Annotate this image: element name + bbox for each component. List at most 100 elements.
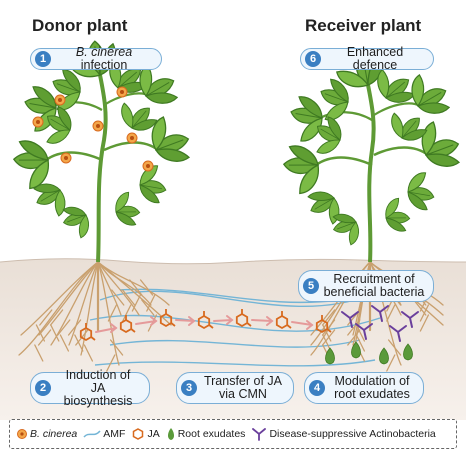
ja-ring: [79, 326, 93, 342]
leaflet: [401, 129, 428, 141]
leaflet: [131, 119, 158, 131]
legend-label-amf: AMF: [103, 428, 126, 440]
root: [38, 261, 99, 336]
legend-label-ja: JA: [147, 428, 160, 440]
leaf: [307, 191, 340, 225]
root: [97, 261, 172, 326]
actinobacterium: [401, 311, 419, 328]
leaf-vein: [29, 103, 57, 109]
ja-molecules: [79, 309, 332, 342]
step-number-5: 5: [303, 278, 319, 294]
root-branch: [67, 319, 82, 336]
receiver-leaves: [282, 50, 460, 246]
leaf: [391, 112, 428, 141]
leaflet: [32, 86, 57, 109]
root-branch: [131, 294, 142, 312]
step-1-label: 1 B. cinerea infection: [30, 46, 162, 72]
step-number-1: 1: [35, 51, 51, 67]
step-number-3: 3: [181, 380, 197, 396]
leaf-vein: [40, 189, 61, 202]
leaflet: [29, 159, 49, 190]
infection-lesions: [32, 86, 154, 172]
leaf: [421, 121, 460, 167]
lesion-core: [58, 98, 62, 102]
lesion-core: [146, 164, 150, 168]
ja-side-chain: [85, 323, 96, 341]
leaf-vein: [155, 139, 184, 151]
leaflet: [424, 153, 460, 167]
donor-plant: [12, 40, 190, 263]
donor-plant-title: Donor plant: [32, 16, 128, 35]
ja-molecule: [315, 315, 332, 334]
step-2-label: 2 Induction of JA biosynthesis: [30, 368, 150, 407]
step-5-line-1: Recruitment of: [333, 272, 415, 286]
legend: B. cinerea AMF JA Root exudates Disease-…: [9, 419, 457, 449]
root: [68, 261, 99, 346]
leaflet: [54, 189, 66, 217]
ja-molecule: [275, 311, 292, 330]
root-branch: [139, 279, 154, 296]
arrow-head: [306, 320, 314, 330]
leaf: [316, 116, 342, 154]
leaf-vein: [56, 83, 81, 93]
lesion-core: [130, 136, 134, 140]
leaf: [151, 116, 190, 162]
arrow-head: [188, 316, 196, 326]
receiver-plant: [282, 50, 460, 263]
b-cinerea-lesion: [116, 86, 128, 98]
legend-item-ja: JA: [131, 427, 160, 441]
lesion-core: [64, 156, 68, 160]
leaflet: [330, 78, 349, 103]
root-branch: [121, 289, 136, 306]
leaflet: [288, 145, 319, 166]
root-branch: [35, 324, 46, 342]
root: [80, 261, 99, 356]
leaf: [282, 145, 319, 195]
root: [97, 261, 122, 316]
receiver-plant-title: Receiver plant: [305, 16, 422, 35]
leaflet: [56, 91, 81, 111]
root-branch: [386, 304, 396, 322]
leaflet: [33, 183, 61, 193]
ja-side-chain: [165, 309, 176, 327]
leaflet: [407, 191, 428, 211]
leaf: [139, 63, 179, 104]
ja-side-chain: [281, 311, 292, 329]
leaf-vein: [295, 113, 323, 119]
root-branch: [50, 324, 60, 342]
leaf: [385, 197, 411, 232]
leaf: [332, 213, 360, 246]
arrow-head: [110, 323, 118, 333]
transfer-arrow: [95, 327, 117, 333]
leaf-vein: [67, 214, 87, 223]
root-exudates: [325, 341, 413, 365]
leaf-vein: [324, 93, 349, 103]
root-branch: [321, 329, 336, 346]
root-exudate: [325, 347, 335, 365]
legend-item-amf: AMF: [83, 428, 125, 440]
arrow-head: [226, 315, 234, 325]
leaflet: [336, 70, 370, 88]
leaf: [33, 183, 66, 217]
donor-leaves: [12, 40, 190, 239]
root-branch: [419, 314, 430, 332]
step-3-line-1: Transfer of JA: [203, 374, 283, 388]
leaf-vein: [314, 197, 335, 210]
step-6-text: Enhanced defence: [346, 45, 404, 72]
transfer-arrow: [213, 319, 233, 322]
ja-side-chain: [241, 309, 252, 327]
leaf-vein: [337, 221, 357, 230]
leaflet: [385, 217, 407, 232]
leaf: [320, 78, 349, 121]
lesion-core: [96, 124, 100, 128]
leaf: [62, 206, 90, 239]
root-exudate: [403, 343, 413, 361]
step-number-2: 2: [35, 380, 51, 396]
leaf: [407, 172, 435, 211]
root-exudate-icon: [167, 428, 174, 440]
leaf-vein: [131, 110, 147, 129]
leaflet: [78, 214, 90, 239]
ja-molecule: [159, 309, 176, 328]
leaflet: [391, 112, 404, 139]
transfer-arrow: [135, 320, 157, 325]
